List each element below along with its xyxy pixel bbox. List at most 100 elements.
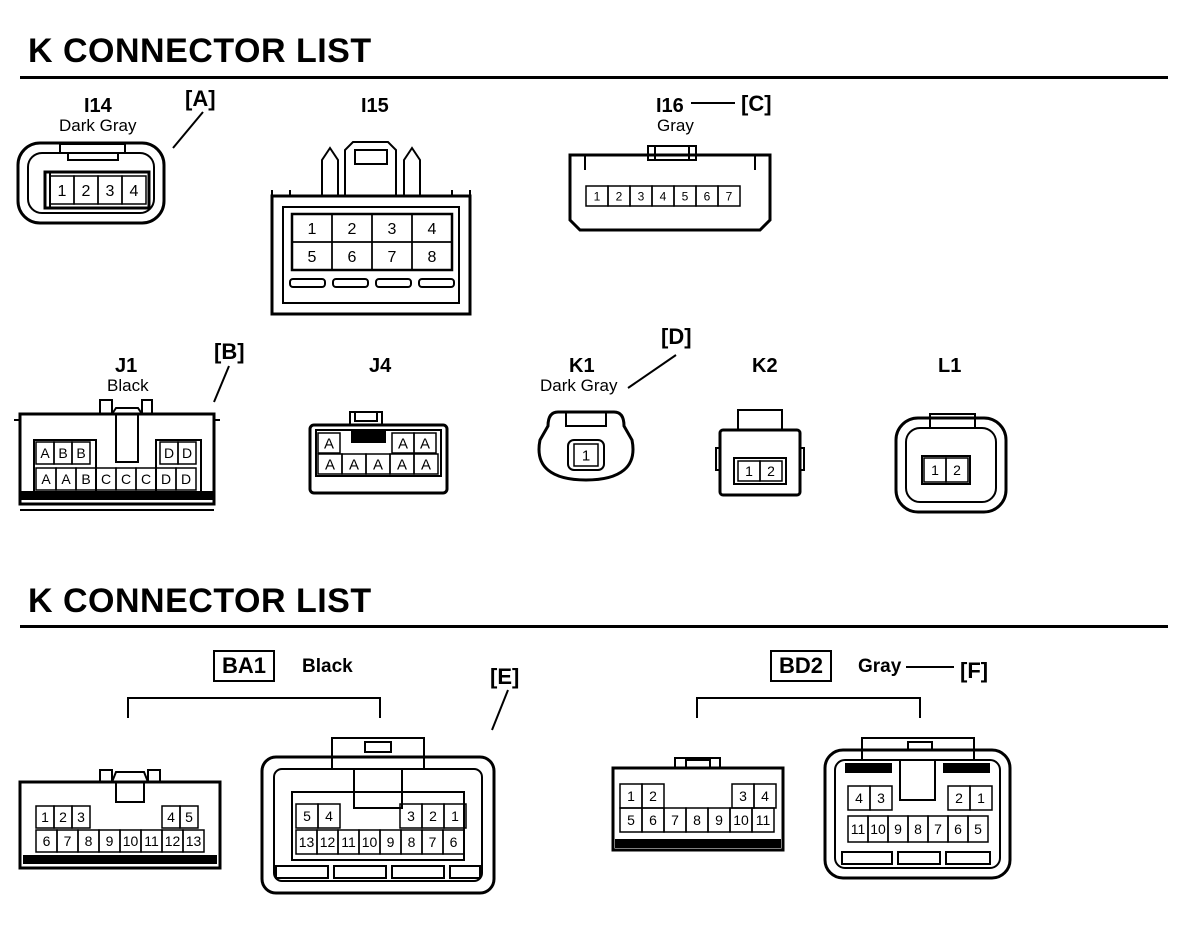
k2-cell [759, 460, 783, 482]
l1-cell [945, 457, 969, 483]
ba1-right-pin-label: 7 [429, 834, 437, 850]
j4-code: J4 [369, 355, 392, 377]
i16-cell [717, 185, 741, 207]
ba1-right-pin-label: 9 [387, 834, 395, 850]
j1-pin-label: D [182, 445, 192, 461]
j4-pin-label: A [324, 435, 334, 452]
bd2-right-pin-label: 3 [877, 790, 885, 806]
connector-j1 [14, 399, 220, 511]
bd2-left-pin-label: 7 [671, 812, 679, 828]
j1-pin-label: B [58, 445, 67, 461]
bd2-left-pin-label: 8 [693, 812, 701, 828]
k1-leader [627, 354, 677, 389]
i16-pin-label: 7 [726, 189, 733, 203]
i14-cell [121, 175, 147, 205]
i16-code: I16 [656, 95, 684, 117]
i16-pin-label: 1 [594, 189, 601, 203]
i15-code: I15 [361, 95, 389, 117]
j1-code: J1 [115, 355, 138, 377]
bd2-left-pin-label: 4 [761, 788, 769, 804]
j1-leader [213, 365, 230, 403]
k1-color: Dark Gray [540, 376, 618, 395]
bd2-right-pin-label: 8 [914, 821, 922, 837]
bd2-left-pin-label: 9 [715, 812, 723, 828]
bd2-color: Gray [858, 656, 902, 677]
bd2-right-cell [869, 785, 893, 811]
l1-code: L1 [938, 355, 962, 377]
ba1-right-pin-label: 11 [341, 834, 356, 850]
bd2-right-pin-label: 7 [934, 821, 942, 837]
section2-title: K CONNECTOR LIST [28, 582, 372, 620]
bd2-left-pin-label: 6 [649, 812, 657, 828]
bd2-right-cell [967, 815, 989, 843]
bd2-right-pin-label: 4 [855, 790, 863, 806]
k2-pin-label: 2 [767, 463, 775, 479]
ba1-color: Black [302, 656, 353, 677]
i16-pin-label: 6 [704, 189, 711, 203]
bd2-right-pin-label: 10 [870, 821, 886, 837]
i15-pin-label: 8 [428, 249, 437, 266]
ba1-left-cell [179, 805, 199, 829]
ba1-right-pin-label: 13 [299, 834, 315, 850]
ba1-code: BA1 [213, 650, 276, 682]
ba1-left-pin-label: 8 [85, 833, 93, 849]
ba1-right-pin-label: 2 [429, 808, 437, 824]
bd2-right-pin-label: 11 [851, 821, 866, 837]
j1-pin-label: D [181, 471, 191, 487]
i15-pin-label: 6 [348, 249, 357, 266]
bd2-left-cell [751, 807, 775, 833]
bd2-right-pin-label: 6 [954, 821, 962, 837]
j1-pin-label: C [141, 471, 151, 487]
ba1-right-pin-label: 1 [451, 808, 459, 824]
ba1-left-pin-label: 3 [77, 809, 85, 825]
j1-pin-label: B [81, 471, 90, 487]
i14-pin-label: 3 [106, 183, 115, 200]
ba1-tag: [E] [490, 664, 520, 689]
i15-pin-label: 3 [388, 221, 397, 238]
i16-pin-label: 2 [616, 189, 623, 203]
connector-ba1-left [18, 769, 222, 870]
connector-l1 [894, 413, 1008, 514]
ba1-leader [491, 689, 509, 731]
ba1-left-pin-label: 13 [186, 833, 202, 849]
l1-pin-label: 1 [931, 462, 939, 478]
k1-cell [573, 443, 599, 467]
i15-cell [411, 241, 453, 271]
ba1-left-pin-label: 6 [43, 833, 51, 849]
j1-pin-label: C [121, 471, 131, 487]
i15-pin-label: 1 [308, 221, 317, 238]
ba1-left-pin-label: 10 [123, 833, 139, 849]
k1-pin-label: 1 [582, 447, 590, 464]
section1-rule [20, 76, 1168, 79]
i15-pin-label: 7 [388, 249, 397, 266]
connector-k2 [715, 409, 805, 497]
i14-tag: [A] [185, 86, 216, 111]
j1-color: Black [107, 376, 149, 395]
ba1-left-pin-label: 5 [185, 809, 193, 825]
j1-pin-label: C [101, 471, 111, 487]
i16-pin-label: 4 [660, 189, 667, 203]
bd2-bracket [696, 697, 921, 718]
bd2-left-pin-label: 2 [649, 788, 657, 804]
connector-i16 [568, 145, 772, 232]
ba1-right-pin-label: 4 [325, 808, 333, 824]
k2-code: K2 [752, 355, 778, 377]
bd2-left-pin-label: 1 [627, 788, 635, 804]
connector-i14 [16, 141, 166, 225]
ba1-left-cell [71, 805, 91, 829]
i15-pin-label: 5 [308, 249, 317, 266]
connector-i15 [270, 141, 472, 316]
j4-pin-label: A [325, 456, 335, 473]
bd2-code: BD2 [770, 650, 833, 682]
ba1-bracket [127, 697, 381, 718]
bd2-right-pin-label: 5 [974, 821, 982, 837]
bd2-left-pin-label: 3 [739, 788, 747, 804]
k1-code: K1 [569, 355, 595, 377]
ba1-left-pin-label: 4 [167, 809, 175, 825]
i15-pin-label: 2 [348, 221, 357, 238]
ba1-left-pin-label: 1 [41, 809, 49, 825]
j1-pin-label: D [164, 445, 174, 461]
j4-pin-label: A [397, 456, 407, 473]
i14-code: I14 [84, 95, 112, 117]
